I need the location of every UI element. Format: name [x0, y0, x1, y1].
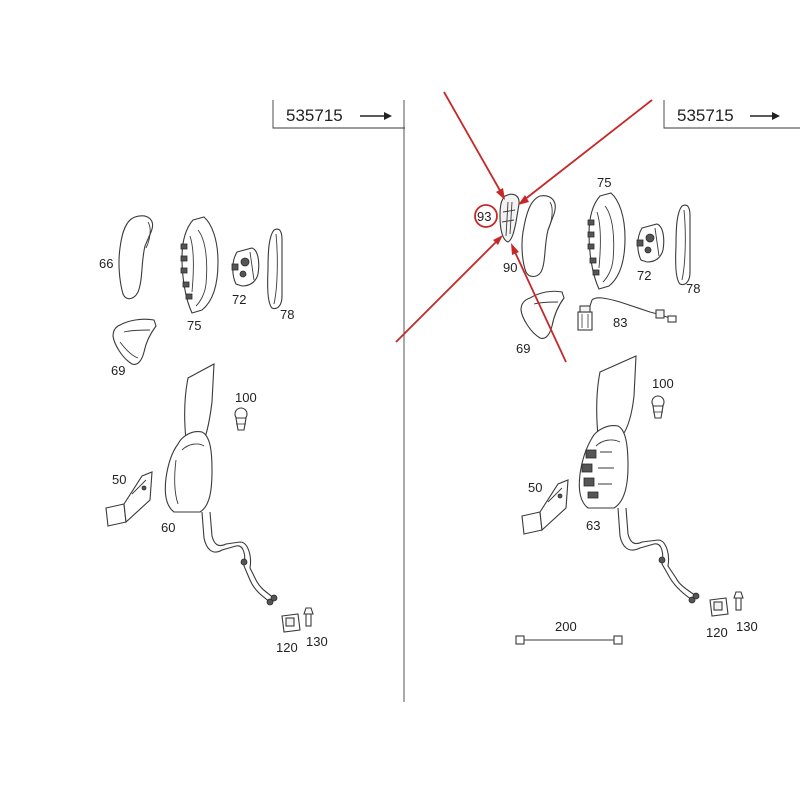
label-75-right: 75	[597, 175, 611, 190]
left-cable-harness	[201, 511, 278, 606]
label-50-right: 50	[528, 480, 542, 495]
part-69-lower-cover-right	[520, 290, 565, 339]
right-panel: 535715 90	[395, 91, 800, 645]
label-120: 120	[276, 640, 298, 655]
label-100-right: 100	[652, 376, 674, 391]
label-60: 60	[161, 520, 175, 535]
red-arrow-top-right	[518, 99, 653, 205]
left-serial-number: 535715	[286, 106, 343, 125]
red-arrow-bottom-left	[395, 235, 503, 343]
left-serial-arrow-icon	[360, 112, 392, 120]
highlight-93-marker: 93	[474, 204, 498, 228]
label-90: 90	[503, 260, 517, 275]
label-120-right: 120	[706, 625, 728, 640]
part-83-light-module	[577, 297, 677, 331]
label-83: 83	[613, 315, 627, 330]
left-panel: 535715 66 75	[99, 100, 405, 655]
highlight-arrows	[395, 91, 653, 363]
label-100: 100	[235, 390, 257, 405]
part-78-mirror-glass-right	[675, 204, 691, 286]
right-serial-arrow-icon	[750, 112, 780, 120]
label-130-right: 130	[736, 619, 758, 634]
part-100-screw-right	[651, 395, 665, 419]
label-63: 63	[586, 518, 600, 533]
part-130-plug	[303, 607, 314, 627]
label-50: 50	[112, 472, 126, 487]
part-69-lower-cover	[112, 318, 157, 365]
label-78-right: 78	[686, 281, 700, 296]
part-72-motor-right	[636, 223, 665, 263]
part-200-cable	[515, 635, 623, 645]
left-serial-box: 535715	[272, 100, 405, 129]
label-66: 66	[99, 256, 113, 271]
part-120-connector	[281, 613, 301, 633]
part-120-connector-right	[709, 597, 729, 617]
part-50-bracket	[105, 471, 153, 527]
highlight-circle	[474, 204, 498, 228]
right-serial-number: 535715	[677, 106, 734, 125]
label-69: 69	[111, 363, 125, 378]
part-63-mirror-base	[578, 355, 637, 509]
label-69-right: 69	[516, 341, 530, 356]
part-72-motor	[231, 247, 260, 287]
label-72-right: 72	[637, 268, 651, 283]
red-arrow-top-left	[443, 91, 505, 200]
part-60-mirror-base	[164, 363, 215, 513]
part-75-housing	[180, 216, 219, 314]
label-200: 200	[555, 619, 577, 634]
part-100-screw	[234, 407, 248, 431]
part-75-housing-right	[587, 192, 626, 290]
part-130-plug-right	[733, 591, 744, 611]
right-serial-box: 535715	[663, 100, 800, 129]
part-78-mirror-glass	[267, 228, 283, 310]
label-130: 130	[306, 634, 328, 649]
right-cable-harness	[617, 507, 700, 604]
red-arrow-bottom-right	[511, 243, 567, 363]
part-90-mirror-cover	[521, 195, 556, 278]
label-75: 75	[187, 318, 201, 333]
part-93-turn-signal	[499, 193, 520, 243]
label-93: 93	[477, 209, 491, 224]
label-78: 78	[280, 307, 294, 322]
part-66-mirror-cover	[118, 215, 153, 300]
part-50-bracket-right	[521, 479, 569, 535]
label-72: 72	[232, 292, 246, 307]
